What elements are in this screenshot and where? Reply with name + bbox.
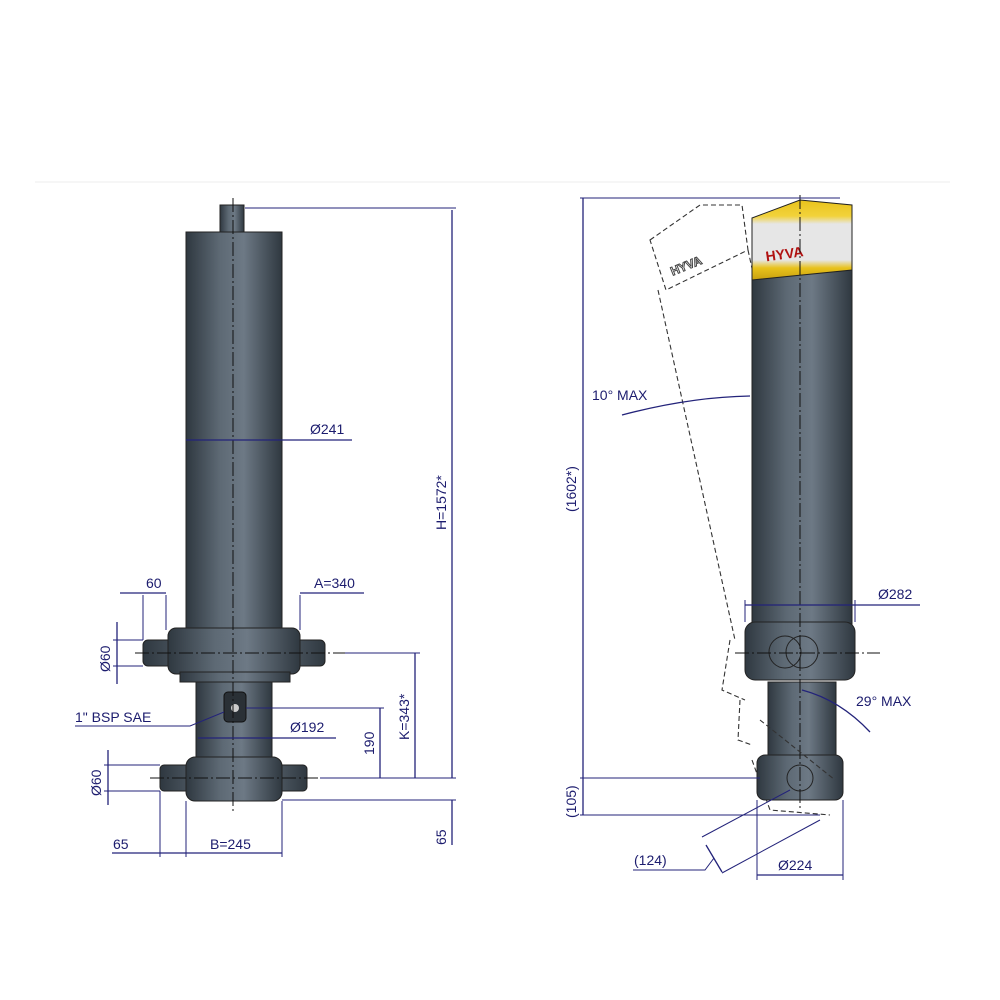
side-main-tube [751,264,853,631]
tilted-cap-outline [649,204,749,291]
tilt-label: 10° MAX [592,387,648,403]
main-tube [185,231,283,633]
drawing-shape [768,635,802,669]
port-height-label: 190 [361,731,377,755]
yellow-cap [751,199,853,281]
dimension-line [621,395,751,416]
side-middle-stage [767,681,837,757]
k-label: K=343* [396,693,412,740]
tube-diameter-label: Ø241 [310,421,344,437]
dimension-line [701,789,791,838]
lower-pin-diameter-label: Ø60 [88,769,104,796]
side-height-label: (1602*) [563,466,579,512]
upper-pin-diameter-label: Ø60 [97,645,113,672]
tilted-tube-outline [657,249,831,641]
top-nut [219,204,245,234]
tilted-logo: HYVA [668,253,704,278]
bottom-offset-label: 65 [433,829,449,845]
drawing-shape [785,635,819,669]
bottom-eye [185,756,283,802]
swing-label: 29° MAX [856,693,912,709]
port-label: 1" BSP SAE [75,709,151,725]
stage-diameter-label: Ø192 [290,719,324,735]
swing-radius-label: (124) [634,852,667,868]
dimension-line [721,819,821,874]
front-view-dimensions: H=1572* 65 K=343* 190 Ø241 60 A=340 Ø60 … [75,207,456,857]
collar-diameter-label: Ø282 [878,586,912,602]
cylinder-side-view: HYVA HYVA [649,195,880,816]
eye-diameter-label: Ø224 [778,857,812,873]
dimension-line [759,719,836,781]
upper-collar [167,627,301,675]
pin-length-label: 60 [146,575,162,591]
cylinder-front-view [135,198,345,812]
dimension-line [801,689,871,733]
port-hole [231,704,239,712]
logo: HYVA [765,243,805,264]
collar-ring [179,671,291,683]
side-view-dimensions: (1602*) (105) 10° MAX Ø282 29° MAX (124)… [563,197,920,880]
height-label: H=1572* [433,475,449,530]
dimension-line [75,711,225,727]
dimension-line [633,857,715,871]
b-label: B=245 [210,836,251,852]
a-label: A=340 [314,575,355,591]
bottom-height-label: (105) [563,785,579,818]
pin-offset-label: 65 [113,836,129,852]
